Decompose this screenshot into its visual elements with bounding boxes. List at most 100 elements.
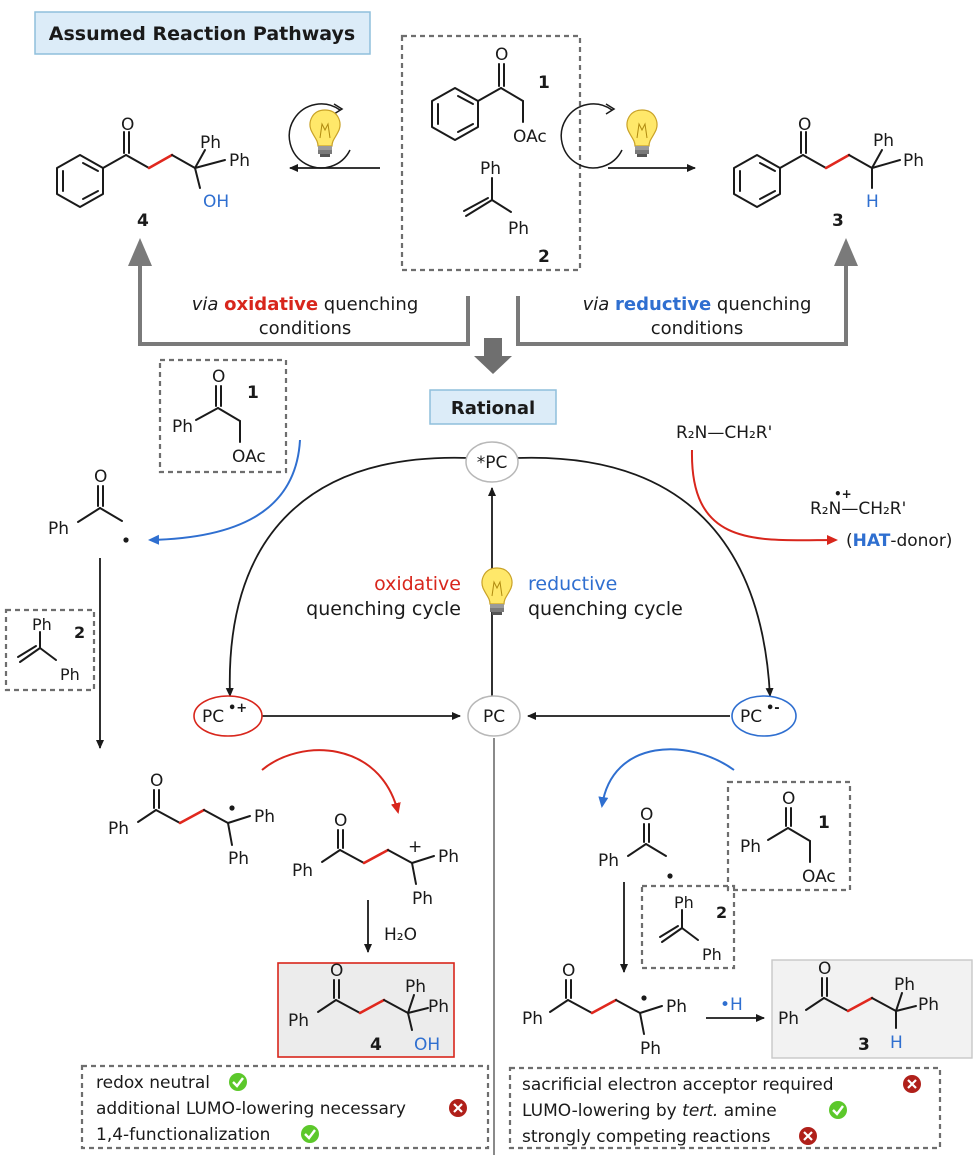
oxidative-cycle-line2: quenching cycle <box>306 598 461 620</box>
oac-label: OAc <box>513 127 547 147</box>
oh-label: OH <box>203 192 229 212</box>
ph-label: Ph <box>228 849 249 869</box>
reactants-box <box>400 34 582 272</box>
oxidative-conditions-line1: via oxidative quenching <box>192 294 419 315</box>
compound-4-top: O Ph Ph OH 4 <box>56 115 250 231</box>
summary-item: 1,4-functionalization <box>96 1125 270 1145</box>
pc-ox-label: PC <box>202 707 224 727</box>
ph-label: Ph <box>480 159 501 179</box>
compound-number-2: 2 <box>538 247 550 267</box>
oxidative-summary-box <box>80 1064 490 1150</box>
rational-label: Rational <box>451 398 535 419</box>
reductive-cycle-line2: quenching cycle <box>528 598 683 620</box>
check-icon <box>229 1073 247 1091</box>
amine-reagent: R₂N—CH₂R' <box>676 423 772 443</box>
check-icon <box>829 1101 847 1119</box>
compound-number-1: 1 <box>538 73 550 93</box>
radical-intermediate-left: Ph O Ph Ph <box>108 771 275 869</box>
summary-item: strongly competing reactions <box>522 1127 771 1147</box>
pc-star-node: *PC <box>465 441 519 483</box>
reductive-summary: sacrificial electron acceptor required L… <box>522 1075 921 1147</box>
compound-1-right-box <box>726 780 852 892</box>
compound-4-product-box: Ph O Ph Ph OH 4 <box>277 961 455 1058</box>
plus-charge: + <box>408 837 422 857</box>
ph-label: Ph <box>522 1009 543 1029</box>
compound-number-4: 4 <box>137 211 149 231</box>
oac-label: OAc <box>232 447 266 467</box>
pc-star-label: *PC <box>477 453 508 473</box>
compound-1-right: Ph O OAc 1 <box>740 789 836 887</box>
oxygen-label: O <box>94 467 107 487</box>
cation-intermediate: Ph O + Ph Ph <box>292 811 459 909</box>
lightbulb-icon <box>309 109 341 158</box>
ph-label: Ph <box>108 819 129 839</box>
amine-charge: •+ <box>834 487 852 501</box>
title-box: Assumed Reaction Pathways <box>34 11 371 55</box>
oxygen-label: O <box>330 961 343 981</box>
pc-ox-charge: •+ <box>228 701 247 716</box>
oac-label: OAc <box>802 867 836 887</box>
water-label: H₂O <box>384 925 417 945</box>
reductive-summary-box <box>508 1066 942 1150</box>
ph-label: Ph <box>508 219 529 239</box>
reductive-conditions-line2: conditions <box>651 318 744 339</box>
lightbulb-icon <box>481 567 513 616</box>
oxygen-label: O <box>334 811 347 831</box>
check-icon <box>301 1125 319 1143</box>
compound-number-3: 3 <box>832 211 844 231</box>
acyl-radical-left: Ph O <box>48 467 129 543</box>
ph-label: Ph <box>640 1039 661 1059</box>
pc-reduced-node: PC •- <box>731 695 797 737</box>
oxygen-label: O <box>640 805 653 825</box>
oxygen-label: O <box>121 115 134 135</box>
compound-number-1: 1 <box>818 813 830 833</box>
oxidative-pathway-arrow <box>128 238 470 346</box>
ph-label: Ph <box>903 151 924 171</box>
ph-label: Ph <box>172 417 193 437</box>
compound-1-left-box <box>158 358 288 474</box>
down-arrow <box>474 338 512 374</box>
blue-arrow-reduction <box>598 748 735 808</box>
ph-label: Ph <box>894 975 915 995</box>
oxygen-label: O <box>562 961 575 981</box>
pc-label: PC <box>483 707 505 727</box>
ph-label: Ph <box>873 131 894 151</box>
reductive-pathway-arrow <box>516 238 858 346</box>
summary-item: sacrificial electron acceptor required <box>522 1075 834 1095</box>
h-label: H <box>890 1033 903 1053</box>
ph-label: Ph <box>48 519 69 539</box>
oh-label: OH <box>414 1035 440 1055</box>
compound-number-2: 2 <box>716 903 727 922</box>
radical-intermediate-right: Ph O Ph Ph <box>522 961 687 1059</box>
ph-label: Ph <box>918 995 939 1015</box>
compound-number-3: 3 <box>858 1035 870 1055</box>
acyl-radical-right: Ph O <box>598 805 673 879</box>
arrow-pc-star-to-pc-ox <box>225 456 471 697</box>
title: Assumed Reaction Pathways <box>49 23 355 45</box>
ph-label: Ph <box>740 837 761 857</box>
summary-item: additional LUMO-lowering necessary <box>96 1099 406 1119</box>
ph-label: Ph <box>200 133 221 153</box>
red-arrow-amine <box>690 449 838 546</box>
compound-2-left-box <box>4 608 96 692</box>
ph-label: Ph <box>60 665 80 684</box>
oxidative-cycle-word: oxidative <box>374 573 461 595</box>
light-cycle-icon <box>288 103 351 169</box>
ph-label: Ph <box>778 1009 799 1029</box>
ph-label: Ph <box>32 615 52 634</box>
blue-arrow-acyl-radical <box>148 439 301 545</box>
reductive-cycle-word: reductive <box>528 573 617 595</box>
h-radical-label: •H <box>720 995 743 1015</box>
amine-radical-cation: R₂N—CH₂R' <box>810 499 906 519</box>
lightbulb-icon <box>626 109 658 158</box>
compound-number-2: 2 <box>74 623 85 642</box>
pc-red-label: PC <box>740 707 762 727</box>
ph-label: Ph <box>288 1011 309 1031</box>
arrow-pc-star-to-pc-red <box>515 456 774 697</box>
ph-label: Ph <box>666 997 687 1017</box>
reductive-conditions-line1: via reductive quenching <box>583 294 812 315</box>
oxidative-summary: redox neutral additional LUMO-lowering n… <box>96 1073 467 1145</box>
summary-item: redox neutral <box>96 1073 210 1093</box>
pc-oxidized-node: PC •+ <box>193 695 263 737</box>
